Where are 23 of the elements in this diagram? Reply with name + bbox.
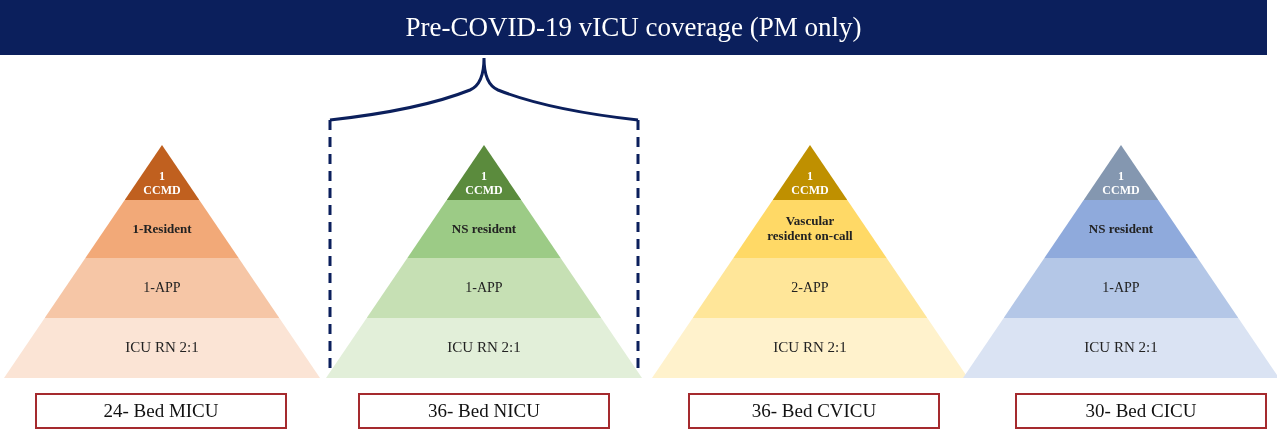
unit-label-box: 36- Bed CVICU <box>688 393 940 429</box>
layer-label: Vascular resident on-call <box>766 214 854 244</box>
layer-label: ICU RN 2:1 <box>447 339 521 357</box>
layer-label: ICU RN 2:1 <box>125 339 199 357</box>
layer-label: ICU RN 2:1 <box>773 339 847 357</box>
layer-label: NS resident <box>451 221 517 237</box>
unit-label-box: 36- Bed NICU <box>358 393 610 429</box>
layer-label: 2-APP <box>791 279 829 297</box>
layer-label: ICU RN 2:1 <box>1084 339 1158 357</box>
title-banner: Pre-COVID-19 vICU coverage (PM only) <box>0 0 1267 55</box>
layer-label: 1 CCMD <box>142 170 182 198</box>
layer-label: 1-Resident <box>132 221 192 237</box>
layer-label: 1-APP <box>1102 279 1140 297</box>
unit-label-box: 30- Bed CICU <box>1015 393 1267 429</box>
layer-label: NS resident <box>1088 221 1154 237</box>
layer-label: 1 CCMD <box>1101 170 1141 198</box>
layer-label: 1 CCMD <box>790 170 830 198</box>
layer-label: 1 CCMD <box>464 170 504 198</box>
layer-label: 1-APP <box>465 279 503 297</box>
pyramid-layer <box>963 318 1277 378</box>
layer-label: 1-APP <box>143 279 181 297</box>
pyramid-layer <box>326 318 642 378</box>
unit-label-box: 24- Bed MICU <box>35 393 287 429</box>
